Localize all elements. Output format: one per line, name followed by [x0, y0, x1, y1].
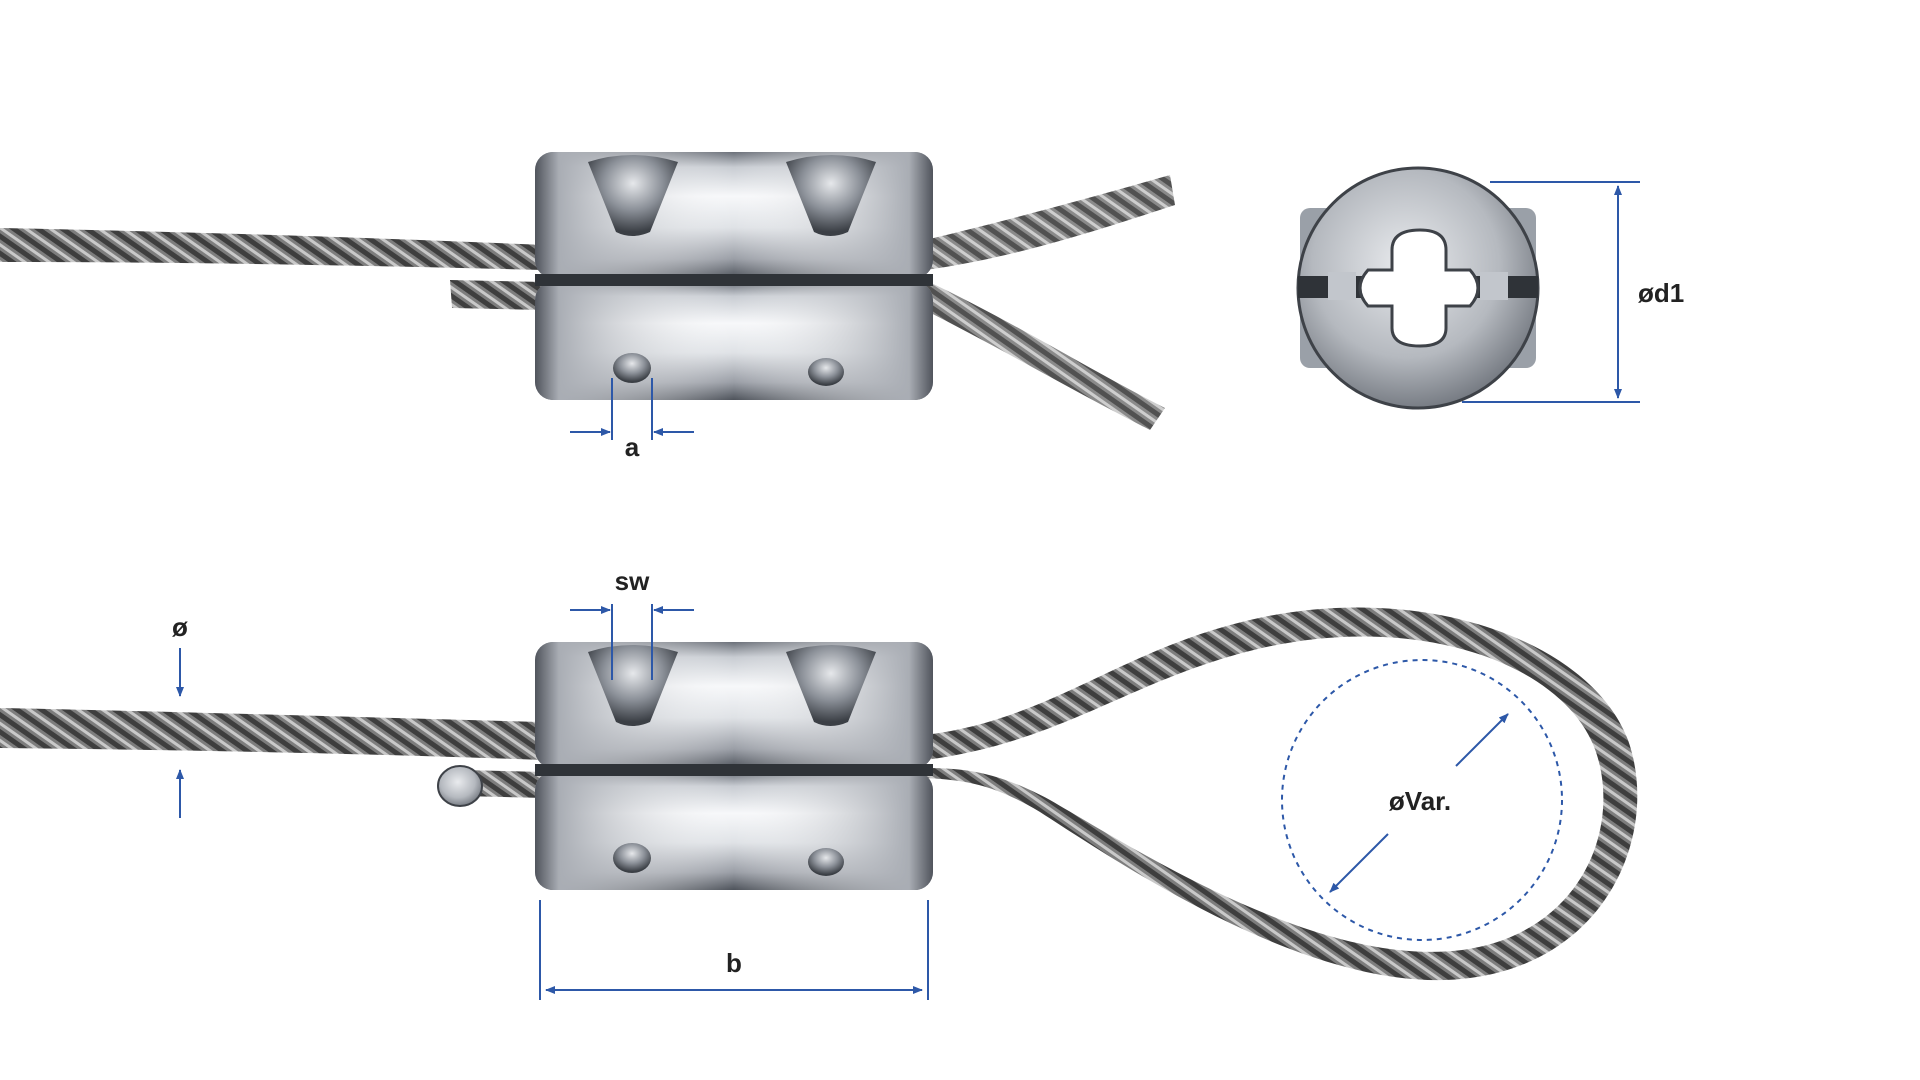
label-b: b	[726, 948, 742, 978]
set-screw	[786, 155, 876, 236]
wire-rope	[925, 175, 1175, 270]
label-a: a	[625, 432, 640, 462]
dimension-loop-diameter	[1281, 659, 1563, 941]
label-d1: ød1	[1638, 278, 1684, 308]
set-screw	[613, 843, 651, 873]
wire-rope-loop	[925, 607, 1638, 981]
set-screw	[588, 645, 678, 726]
top-clamp-assembly	[0, 152, 1175, 430]
label-sw: sw	[615, 566, 650, 596]
set-screw	[588, 155, 678, 236]
wire-rope	[450, 280, 545, 310]
label-rope-diameter: ø	[172, 612, 188, 642]
cable-slot	[1358, 228, 1480, 348]
set-screw	[786, 645, 876, 726]
dimension-a	[570, 378, 694, 440]
wire-rope	[0, 228, 545, 270]
set-screw	[613, 353, 651, 383]
wire-rope	[925, 280, 1165, 430]
end-view-clamp	[1296, 166, 1540, 410]
dimension-b	[539, 900, 929, 1000]
set-screw	[808, 358, 844, 386]
loop-circle	[1281, 659, 1563, 941]
label-loop-diameter: øVar.	[1389, 786, 1451, 816]
bottom-clamp-assembly	[0, 607, 1638, 981]
cable-clamp	[535, 642, 933, 890]
set-screw	[808, 848, 844, 876]
cable-clamp	[535, 152, 933, 400]
wire-rope	[0, 708, 545, 760]
rope-end-cap	[437, 765, 483, 807]
dimension-d1	[1462, 181, 1640, 403]
dimension-sw	[570, 604, 694, 680]
wire-rope	[462, 770, 545, 798]
